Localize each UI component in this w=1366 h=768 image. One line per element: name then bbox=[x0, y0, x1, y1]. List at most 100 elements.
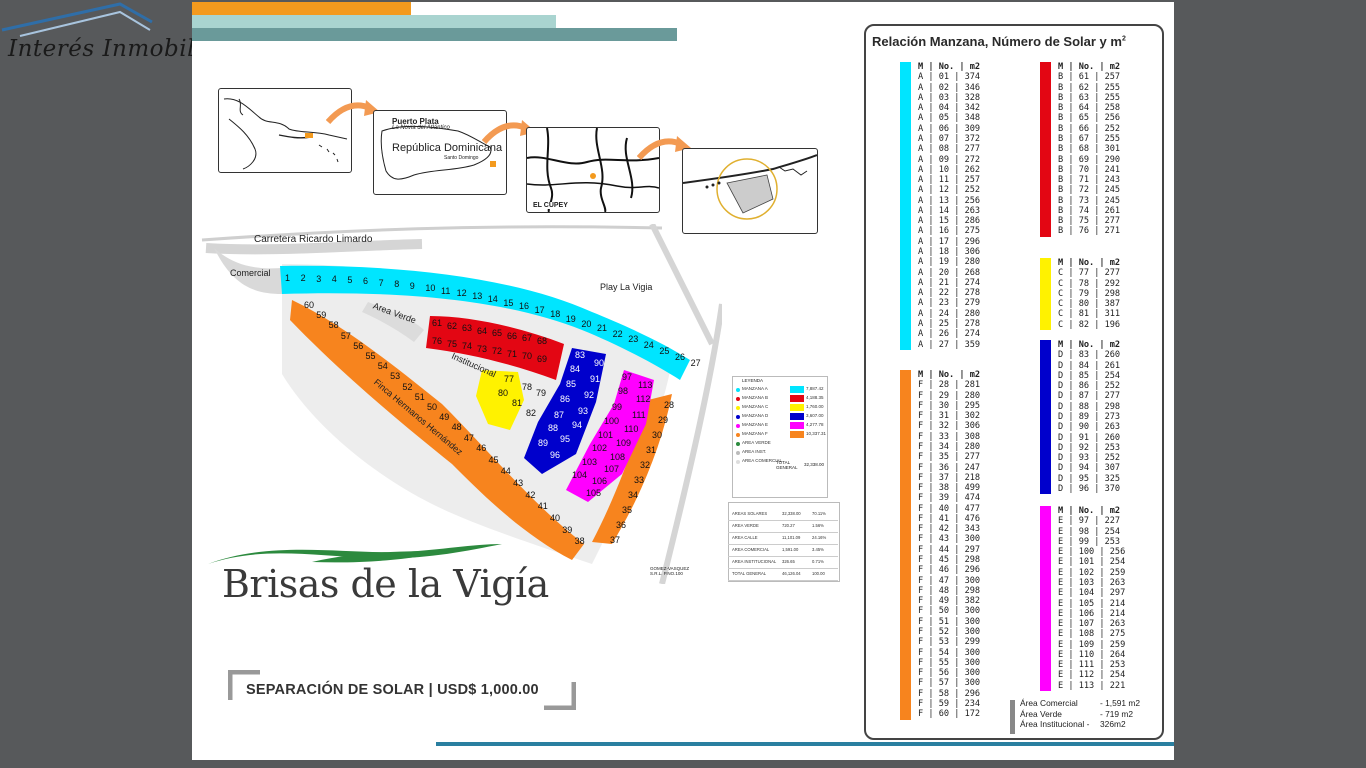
map2-country: República Dominicana bbox=[392, 142, 503, 154]
legend-row: D | 90 | 263 bbox=[1058, 422, 1121, 433]
legend-row: A | 03 | 328 bbox=[918, 92, 981, 103]
legend-row: F | 31 | 302 bbox=[918, 411, 981, 422]
mini-total-value: 32,338.00 bbox=[804, 462, 825, 467]
legend-row: A | 12 | 252 bbox=[918, 185, 981, 196]
legend-row: A | 18 | 306 bbox=[918, 247, 981, 258]
map2-title: Puerto Plata bbox=[392, 117, 439, 126]
legend-row: A | 08 | 277 bbox=[918, 144, 981, 155]
mini-legend-dot bbox=[736, 433, 740, 437]
locator-map-dominicana: Puerto Plata La Novia del Atlántico Repú… bbox=[373, 110, 507, 195]
legend-row: A | 07 | 372 bbox=[918, 133, 981, 144]
legend-row: D | 95 | 325 bbox=[1058, 473, 1121, 484]
legend-row: F | 59 | 234 bbox=[918, 698, 981, 709]
legend-row: A | 20 | 268 bbox=[918, 267, 981, 278]
comercial-label: Comercial bbox=[230, 268, 271, 278]
legend-row: E | 106 | 214 bbox=[1058, 608, 1126, 619]
mini-legend-swatch bbox=[790, 422, 804, 429]
legend-row: E | 110 | 264 bbox=[1058, 649, 1126, 660]
mini-legend-value: 4,277.78 bbox=[806, 422, 824, 427]
legend-row: A | 22 | 278 bbox=[918, 288, 981, 299]
legend-row: C | 82 | 196 bbox=[1058, 319, 1121, 330]
locator-map-site bbox=[682, 148, 818, 234]
legend-row: E | 105 | 214 bbox=[1058, 598, 1126, 609]
separation-box: SEPARACIÓN DE SOLAR | USD$ 1,000.00 bbox=[228, 670, 576, 710]
legend-row: E | 103 | 263 bbox=[1058, 577, 1126, 588]
legend-row: A | 15 | 286 bbox=[918, 216, 981, 227]
logo-roof-icon bbox=[1, 2, 153, 37]
legend-row: F | 29 | 280 bbox=[918, 390, 981, 401]
mini-legend-row: AREA VERDE bbox=[736, 440, 826, 448]
legend-row: F | 55 | 300 bbox=[918, 657, 981, 668]
legend-row: E | 111 | 253 bbox=[1058, 660, 1126, 671]
legend-color-bar bbox=[1040, 258, 1051, 330]
legend-row: B | 63 | 255 bbox=[1058, 92, 1121, 103]
legend-row: F | 36 | 247 bbox=[918, 462, 981, 473]
legend-color-bar bbox=[1040, 506, 1051, 692]
top-bar-orange bbox=[192, 2, 411, 15]
summary-cell: 326.65 bbox=[782, 559, 795, 564]
legend-row: F | 44 | 297 bbox=[918, 544, 981, 555]
legend-row: C | 81 | 311 bbox=[1058, 309, 1121, 320]
area-value: - 719 m2 bbox=[1100, 708, 1134, 719]
legend-header: M | No. | m2 bbox=[1058, 258, 1121, 268]
mini-legend-label: MANZANA B bbox=[742, 395, 769, 400]
area-label: Área Comercial bbox=[1020, 698, 1078, 708]
mini-legend-label: MANZANA A bbox=[742, 386, 768, 391]
legend-row: C | 78 | 292 bbox=[1058, 278, 1121, 289]
legend-row: F | 58 | 296 bbox=[918, 688, 981, 699]
legend-row: B | 68 | 301 bbox=[1058, 144, 1121, 155]
legend-row: F | 46 | 296 bbox=[918, 565, 981, 576]
legend-row: A | 26 | 274 bbox=[918, 329, 981, 340]
mini-legend-swatch bbox=[790, 413, 804, 420]
summary-cell: 3.45% bbox=[812, 547, 824, 552]
mini-legend-dot bbox=[736, 442, 740, 446]
map2-subtitle: La Novia del Atlántico bbox=[392, 125, 450, 131]
legend-row: F | 48 | 298 bbox=[918, 585, 981, 596]
legend-row: D | 85 | 254 bbox=[1058, 370, 1121, 381]
summary-cell: 100.00 bbox=[812, 571, 825, 576]
legend-row: F | 51 | 300 bbox=[918, 616, 981, 627]
legend-row: F | 42 | 343 bbox=[918, 524, 981, 535]
legend-row: B | 74 | 261 bbox=[1058, 205, 1121, 216]
legend-row: A | 01 | 374 bbox=[918, 72, 981, 83]
legend-row: B | 65 | 256 bbox=[1058, 113, 1121, 124]
legend-row: E | 97 | 227 bbox=[1058, 516, 1121, 527]
top-bar-teal bbox=[192, 28, 677, 41]
legend-row: B | 61 | 257 bbox=[1058, 72, 1121, 83]
mini-legend-swatch bbox=[790, 404, 804, 411]
legend-row: A | 25 | 278 bbox=[918, 319, 981, 329]
legend-row: C | 79 | 298 bbox=[1058, 288, 1121, 299]
legend-header: M | No. | m2 bbox=[918, 370, 981, 380]
legend-row: A | 21 | 274 bbox=[918, 277, 981, 288]
mini-legend-swatch bbox=[790, 431, 804, 438]
legend-row: B | 76 | 271 bbox=[1058, 226, 1121, 237]
separation-text: SEPARACIÓN DE SOLAR | USD$ 1,000.00 bbox=[246, 682, 539, 698]
summary-cell: 1,591.00 bbox=[782, 547, 799, 552]
summary-row: AREA COMERCIAL 1,591.00 3.45% bbox=[728, 544, 838, 557]
legend-row: C | 77 | 277 bbox=[1058, 268, 1121, 279]
legend-row: A | 10 | 262 bbox=[918, 164, 981, 175]
mini-legend-row: AREA INST. bbox=[736, 449, 826, 457]
legend-row: F | 32 | 306 bbox=[918, 421, 981, 432]
legend-row: E | 113 | 221 bbox=[1058, 680, 1126, 691]
mini-legend-value: 1,760.00 bbox=[806, 404, 824, 409]
mini-legend-value: 3,607.00 bbox=[806, 413, 824, 418]
summary-cell: AREA COMERCIAL bbox=[732, 547, 770, 552]
legend-row: F | 52 | 300 bbox=[918, 627, 981, 637]
legend-row: F | 53 | 299 bbox=[918, 637, 981, 648]
legend-row: A | 02 | 346 bbox=[918, 82, 981, 93]
road-label: Carretera Ricardo Limardo bbox=[254, 234, 373, 245]
legend-row: D | 93 | 252 bbox=[1058, 453, 1121, 464]
legend-row: F | 60 | 172 bbox=[918, 709, 981, 720]
summary-cell: AREA INSTITUCIONAL bbox=[732, 559, 777, 564]
summary-cell: 32,338.00 bbox=[782, 511, 801, 516]
legend-row: A | 24 | 280 bbox=[918, 308, 981, 319]
top-bar-light bbox=[192, 15, 556, 28]
summary-cell: 70.11% bbox=[812, 511, 826, 516]
mini-legend-label: AREA COMERCIAL bbox=[742, 458, 783, 463]
